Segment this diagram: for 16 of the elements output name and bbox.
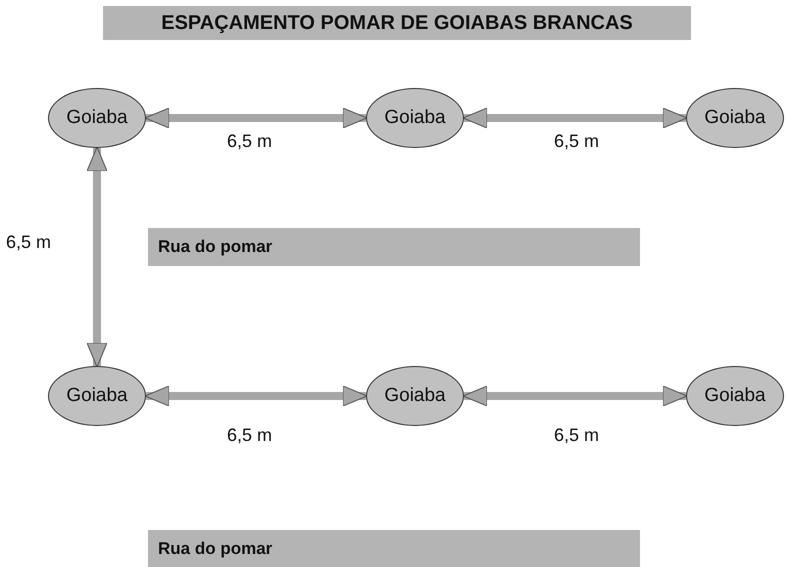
double-arrow [144, 386, 368, 406]
double-arrow [144, 108, 368, 128]
double-arrow [462, 386, 688, 406]
title-banner: ESPAÇAMENTO POMAR DE GOIABAS BRANCAS [103, 6, 691, 40]
road-label: Rua do pomar [158, 538, 272, 558]
tree-label: Goiaba [704, 107, 766, 129]
double-arrow [462, 108, 688, 128]
tree-label: Goiaba [66, 385, 128, 407]
road-label: Rua do pomar [158, 237, 272, 257]
orchard-road-band [148, 530, 640, 567]
orchard-road-band [148, 228, 640, 266]
tree-label: Goiaba [66, 107, 128, 129]
tree-label: Goiaba [384, 107, 446, 129]
tree-label: Goiaba [384, 385, 446, 407]
double-arrow [86, 146, 108, 368]
tree-label: Goiaba [704, 385, 766, 407]
